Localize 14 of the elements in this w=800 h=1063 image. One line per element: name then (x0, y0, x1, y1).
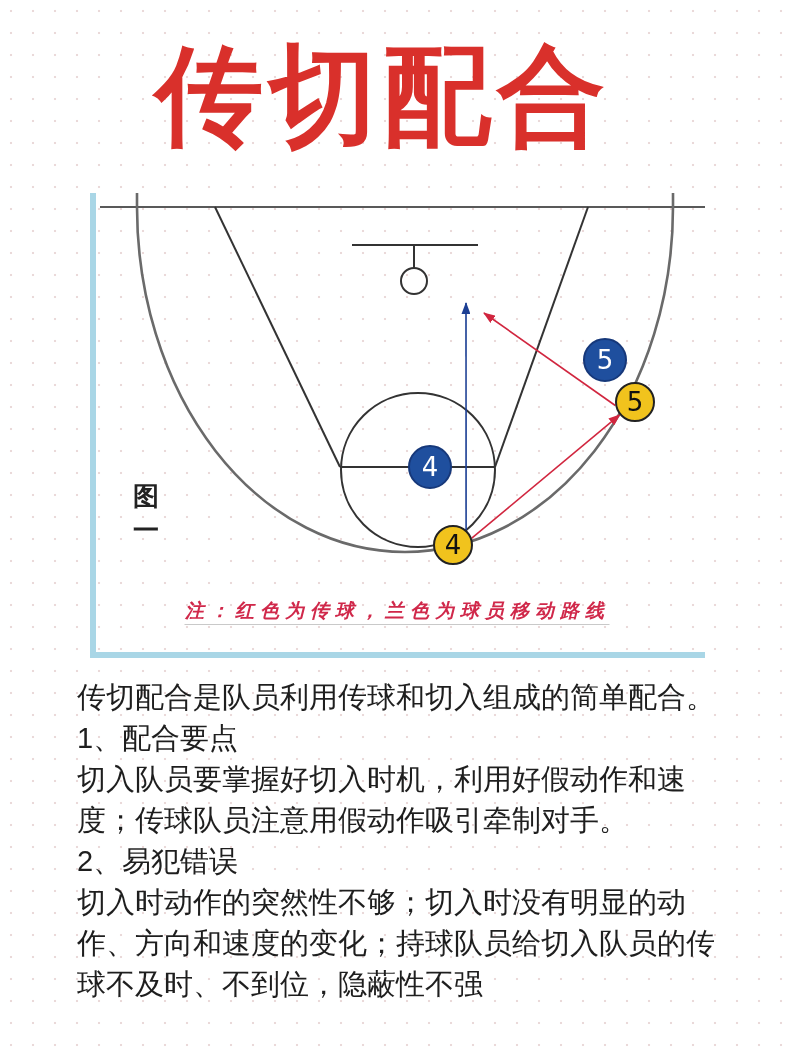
arrow (483, 312, 617, 407)
section-heading: 1、配合要点 (77, 721, 240, 756)
player-marker: 5 (615, 382, 655, 422)
figure-label: 图一 (133, 480, 160, 547)
section-heading: 2、易犯错误 (77, 844, 240, 879)
arrow (471, 414, 621, 539)
arrow (461, 302, 471, 531)
player-marker: 5 (583, 338, 627, 382)
body-paragraph: 切入时动作的突然性不够；切入时没有明显的动作、方向和速度的变化；持球队员给切入队员的传球不及时、不到位，隐蔽性不强 (77, 885, 716, 1002)
body-paragraph: 传切配合是队员利用传球和切入组成的简单配合。 (77, 680, 716, 715)
note-text: 注：红色为传球，兰色为球员移动路线 (184, 598, 610, 625)
player-marker: 4 (433, 525, 473, 565)
player-marker: 4 (408, 445, 452, 489)
body-paragraph: 切入队员要掌握好切入时机，利用好假动作和速度；传球队员注意用假动作吸引牵制对手。 (77, 762, 687, 838)
